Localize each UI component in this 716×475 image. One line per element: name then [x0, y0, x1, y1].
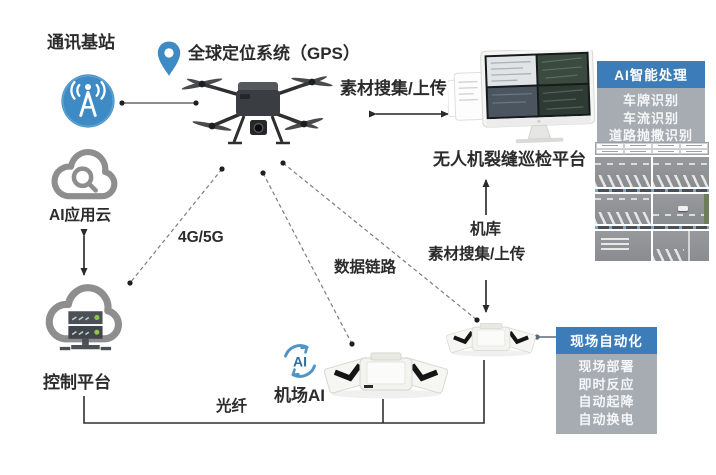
label-4g5g: 4G/5G	[178, 229, 224, 246]
ai-cloud-icon	[51, 149, 118, 200]
label-platform: 无人机裂缝巡检平台	[433, 150, 586, 169]
control-platform-icon	[45, 284, 122, 351]
site-automation-panel: 现场自动化 现场部署 即时反应 自动起降 自动换电	[556, 327, 657, 434]
drone-dock-2	[446, 323, 536, 357]
base-station-icon	[61, 74, 115, 128]
drone-dock-1	[324, 352, 448, 399]
label-hangar: 机库	[470, 221, 502, 238]
site-automation-items: 现场部署 即时反应 自动起降 自动换电	[556, 354, 657, 434]
results-table-strip	[595, 142, 709, 155]
link-datalink-dashed-dock2	[280, 160, 480, 323]
label-hangar-upload: 素材搜集/上传	[428, 246, 526, 263]
label-data-link: 数据链路	[334, 259, 397, 276]
ai-processing-panel: AI智能处理 车牌识别 车流识别 道路抛撒识别	[597, 61, 705, 151]
label-upload-top: 素材搜集/上传	[340, 79, 447, 98]
ai-processing-items: 车牌识别 车流识别 道路抛撒识别	[597, 88, 705, 151]
gps-pin-icon	[157, 41, 181, 76]
link-dock2-panel	[534, 334, 556, 340]
caption-strip	[595, 225, 709, 229]
label-control-platform: 控制平台	[43, 373, 111, 392]
site-automation-item: 自动起降	[578, 394, 635, 409]
drone-image	[181, 76, 333, 145]
link-fiber	[83, 360, 485, 424]
road-photo	[595, 231, 651, 261]
label-airport-ai: 机场AI	[274, 386, 325, 405]
road-image-row	[595, 231, 709, 261]
inspection-platform-monitor	[448, 50, 596, 144]
road-photo	[595, 157, 651, 187]
road-photo	[653, 157, 709, 187]
link-datalink-dashed-dock1	[260, 170, 355, 347]
ai-processing-item: 车流识别	[622, 110, 679, 126]
label-gps: 全球定位系统（GPS）	[188, 44, 360, 63]
link-base-station-drone	[119, 100, 199, 106]
site-automation-item: 自动换电	[578, 411, 635, 427]
label-fiber: 光纤	[216, 398, 248, 415]
ai-badge-text: AI	[293, 354, 307, 370]
ai-processing-item: 道路抛撒识别	[608, 128, 693, 143]
road-sample-grid	[595, 142, 709, 261]
site-automation-item: 即时反应	[578, 376, 635, 392]
site-automation-item: 现场部署	[578, 359, 635, 374]
label-ai-cloud: AI应用云	[49, 207, 112, 224]
road-image-row	[595, 157, 709, 187]
caption-strip	[595, 188, 709, 192]
road-photo	[595, 194, 651, 224]
ai-processing-title: AI智能处理	[597, 61, 705, 88]
road-image-row	[595, 194, 709, 224]
label-base-station: 通讯基站	[47, 33, 115, 52]
ai-processing-item: 车牌识别	[622, 93, 679, 108]
site-automation-title: 现场自动化	[556, 327, 657, 354]
road-photo	[653, 231, 709, 261]
airport-ai-icon: AI	[284, 344, 316, 378]
link-4g5g-dashed	[127, 166, 225, 286]
road-photo	[653, 194, 709, 224]
